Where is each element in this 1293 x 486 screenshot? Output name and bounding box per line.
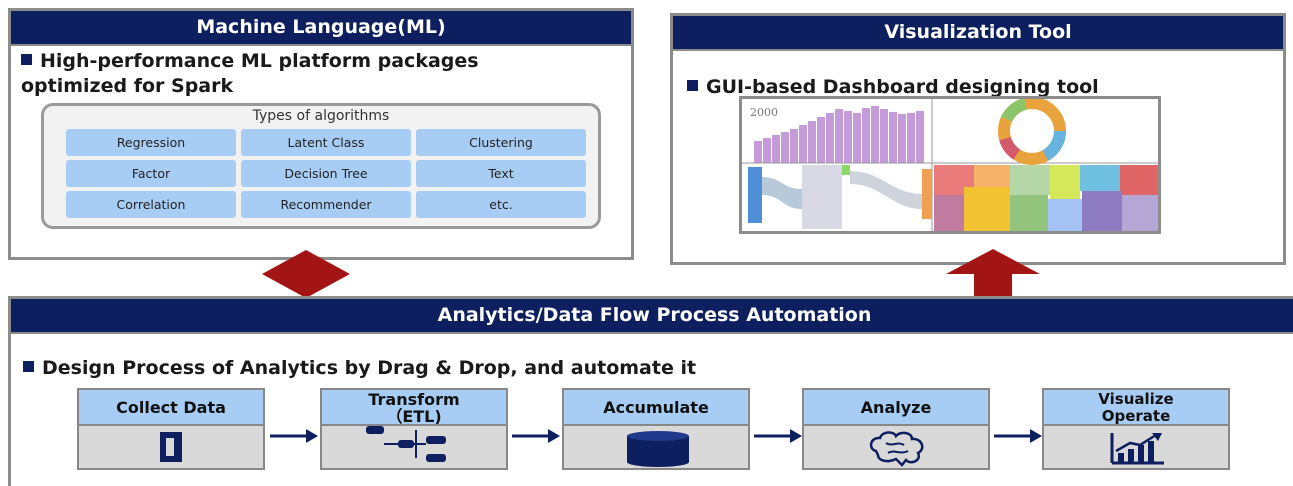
flow-bullet: Design Process of Analytics by Drag & Dr…: [23, 357, 696, 379]
step-transform-etl: Transform （ETL): [320, 388, 508, 470]
step-label-line2: （ETL): [386, 407, 442, 426]
viz-bullet-text: GUI-based Dashboard designing tool: [706, 76, 1099, 98]
database-icon: [627, 431, 689, 467]
flow-arrow-2: [512, 429, 560, 443]
flow-bullet-text: Design Process of Analytics by Drag & Dr…: [42, 357, 697, 379]
bar-chart-icon: [754, 106, 924, 163]
step-label: Collect Data: [77, 388, 265, 424]
algo-clustering: Clustering: [416, 129, 586, 156]
step-label: Accumulate: [562, 388, 750, 424]
step-body: [802, 424, 990, 470]
flow-arrow-4: [994, 429, 1042, 443]
algorithm-types-title: Types of algorithms: [252, 108, 390, 124]
ml-header: Machine Language(ML): [11, 11, 631, 46]
flow-header: Analytics/Data Flow Process Automation: [11, 299, 1293, 334]
dashboard-thumbnail: 2000: [742, 99, 1158, 231]
step-body: [1042, 424, 1230, 470]
viz-bullet: GUI-based Dashboard designing tool: [687, 76, 1099, 98]
algo-etc: etc.: [416, 191, 586, 218]
algo-text: Text: [416, 160, 586, 187]
step-label: Transform （ETL): [320, 388, 508, 426]
dashboard-preview: 2000: [739, 96, 1161, 234]
treemap-chart-icon: [934, 165, 1158, 231]
growth-chart-icon: [1110, 433, 1164, 465]
flow-arrow-1: [270, 429, 318, 443]
algo-correlation: Correlation: [66, 191, 236, 218]
step-visualize-operate: Visualize Operate: [1042, 388, 1230, 470]
etl-pipeline-icon: [366, 426, 446, 462]
algo-decision-tree: Decision Tree: [241, 160, 411, 187]
step-body: [77, 424, 265, 470]
step-accumulate: Accumulate: [562, 388, 750, 470]
step-label-line1: Visualize: [1098, 390, 1174, 408]
storage-device-icon: [160, 432, 182, 462]
viz-panel: Visualization Tool GUI-based Dashboard d…: [670, 13, 1286, 265]
ml-bullet-line1: High-performance ML platform packages: [40, 50, 479, 72]
bullet-square-icon: [21, 54, 32, 65]
step-body: [562, 424, 750, 470]
algo-recommender: Recommender: [241, 191, 411, 218]
step-label: Visualize Operate: [1042, 388, 1230, 425]
algorithm-types-box: Types of algorithms Regression Latent Cl…: [41, 103, 601, 229]
ml-bullet: High-performance ML platform packages op…: [21, 49, 479, 99]
sunburst-chart-icon: [998, 99, 1066, 165]
step-body: [320, 424, 508, 470]
step-label: Analyze: [802, 388, 990, 424]
step-label-line1: Transform: [368, 390, 460, 409]
bullet-square-icon: [687, 80, 698, 91]
ml-bullet-line2: optimized for Spark: [21, 75, 234, 97]
bullet-square-icon: [23, 361, 34, 372]
viz-header: Visualization Tool: [673, 16, 1283, 51]
flow-arrow-3: [754, 429, 802, 443]
step-analyze: Analyze: [802, 388, 990, 470]
brain-icon: [869, 431, 924, 467]
sankey-chart-icon: [748, 165, 932, 229]
ml-panel: Machine Language(ML) High-performance ML…: [8, 8, 634, 260]
algo-regression: Regression: [66, 129, 236, 156]
step-label-line2: Operate: [1101, 407, 1171, 425]
step-collect-data: Collect Data: [77, 388, 265, 470]
algo-latent-class: Latent Class: [241, 129, 411, 156]
algo-factor: Factor: [66, 160, 236, 187]
chart-label-2000: 2000: [750, 106, 778, 119]
